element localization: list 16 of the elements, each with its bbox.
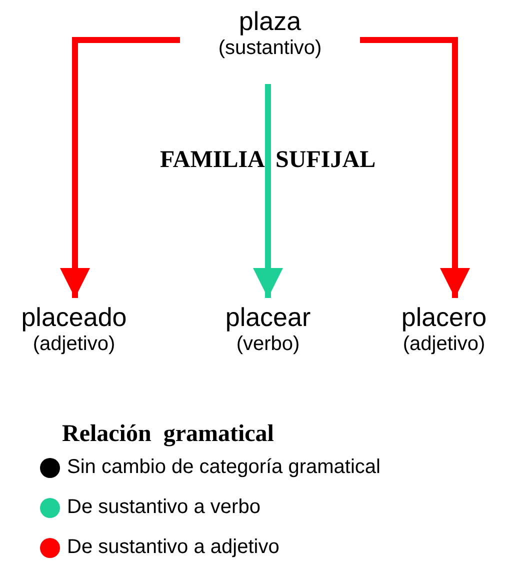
category-text: (sustantivo)	[218, 36, 322, 60]
legend-text: Sin cambio de categoría gramatical	[67, 456, 380, 479]
arrow	[60, 37, 180, 298]
word-text: placeado	[21, 302, 127, 332]
legend-title: Relación gramatical	[62, 421, 274, 448]
category-text: (adjetivo)	[32, 332, 116, 356]
arrow	[253, 84, 283, 298]
word-text: placear	[225, 302, 311, 332]
word-text: placero	[401, 302, 487, 332]
word-text: plaza	[238, 6, 302, 36]
category-text: (verbo)	[236, 332, 300, 356]
diagram-label: FAMILIA SUFIJAL	[160, 147, 376, 174]
arrow	[360, 37, 470, 298]
legend-text: De sustantivo a adjetivo	[67, 536, 280, 559]
category-text: (adjetivo)	[402, 332, 486, 356]
legend-text: De sustantivo a verbo	[67, 496, 260, 519]
